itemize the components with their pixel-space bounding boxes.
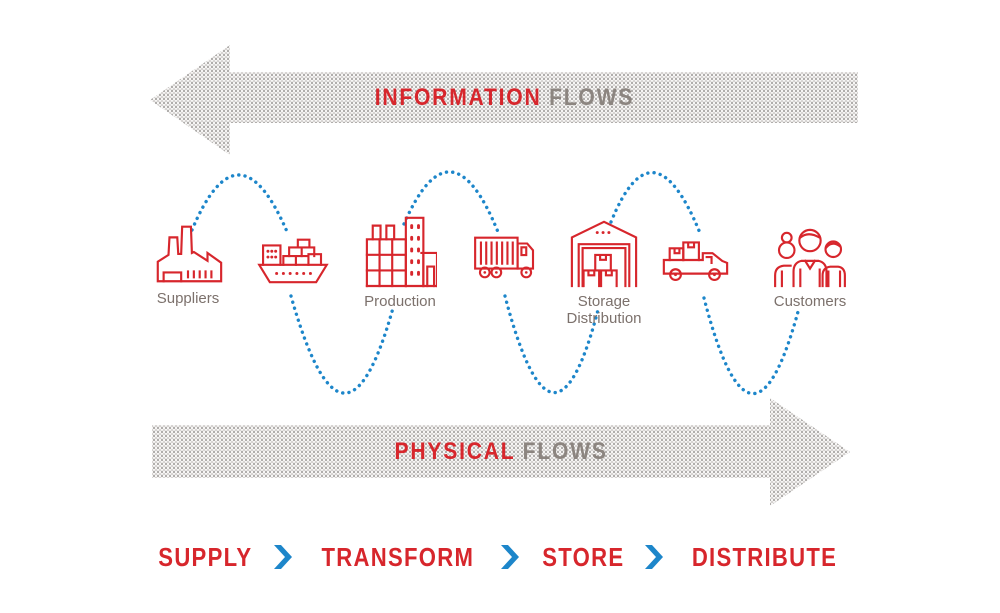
process-step-transform: TRANSFORM [321, 541, 475, 572]
process-step-distribute: DISTRIBUTE [691, 541, 838, 572]
physical-flows-rest: FLOWS [522, 437, 608, 465]
station-suppliers: Suppliers [133, 219, 243, 307]
process-step-supply: SUPPLY [158, 541, 253, 572]
chevron-right-icon [645, 545, 665, 569]
information-flows-rest: FLOWS [548, 83, 634, 111]
cargo-ship-icon [257, 238, 329, 284]
station-customers: Customers [755, 226, 865, 310]
station-freight-truck [470, 230, 542, 284]
delivery-van-icon [662, 241, 729, 282]
station-label-production: Production [364, 293, 436, 310]
station-label-customers: Customers [773, 293, 847, 310]
warehouse-icon [570, 220, 638, 288]
truck-icon [474, 236, 535, 279]
station-label-suppliers: Suppliers [156, 290, 220, 307]
information-flows-highlight: INFORMATION [374, 83, 542, 111]
station-label-storage-distribution: Storage Distribution [566, 293, 642, 327]
chevron-right-icon [501, 545, 521, 569]
factory-icon [156, 225, 223, 283]
station-delivery-van [656, 234, 734, 286]
physical-flows-highlight: PHYSICAL [394, 437, 515, 465]
customers-icon [774, 228, 846, 288]
production-plant-icon [365, 216, 437, 288]
information-flows-title: INFORMATION FLOWS [150, 72, 858, 123]
station-storage-distribution: Storage Distribution [549, 216, 659, 327]
station-production: Production [345, 210, 455, 310]
process-step-store: STORE [542, 541, 625, 572]
station-supply-ship [252, 230, 334, 286]
chevron-right-icon [274, 545, 294, 569]
physical-flows-title: PHYSICAL FLOWS [152, 425, 850, 478]
process-steps-row: SUPPLY TRANSFORM STORE DISTRIBUTE [150, 540, 850, 574]
